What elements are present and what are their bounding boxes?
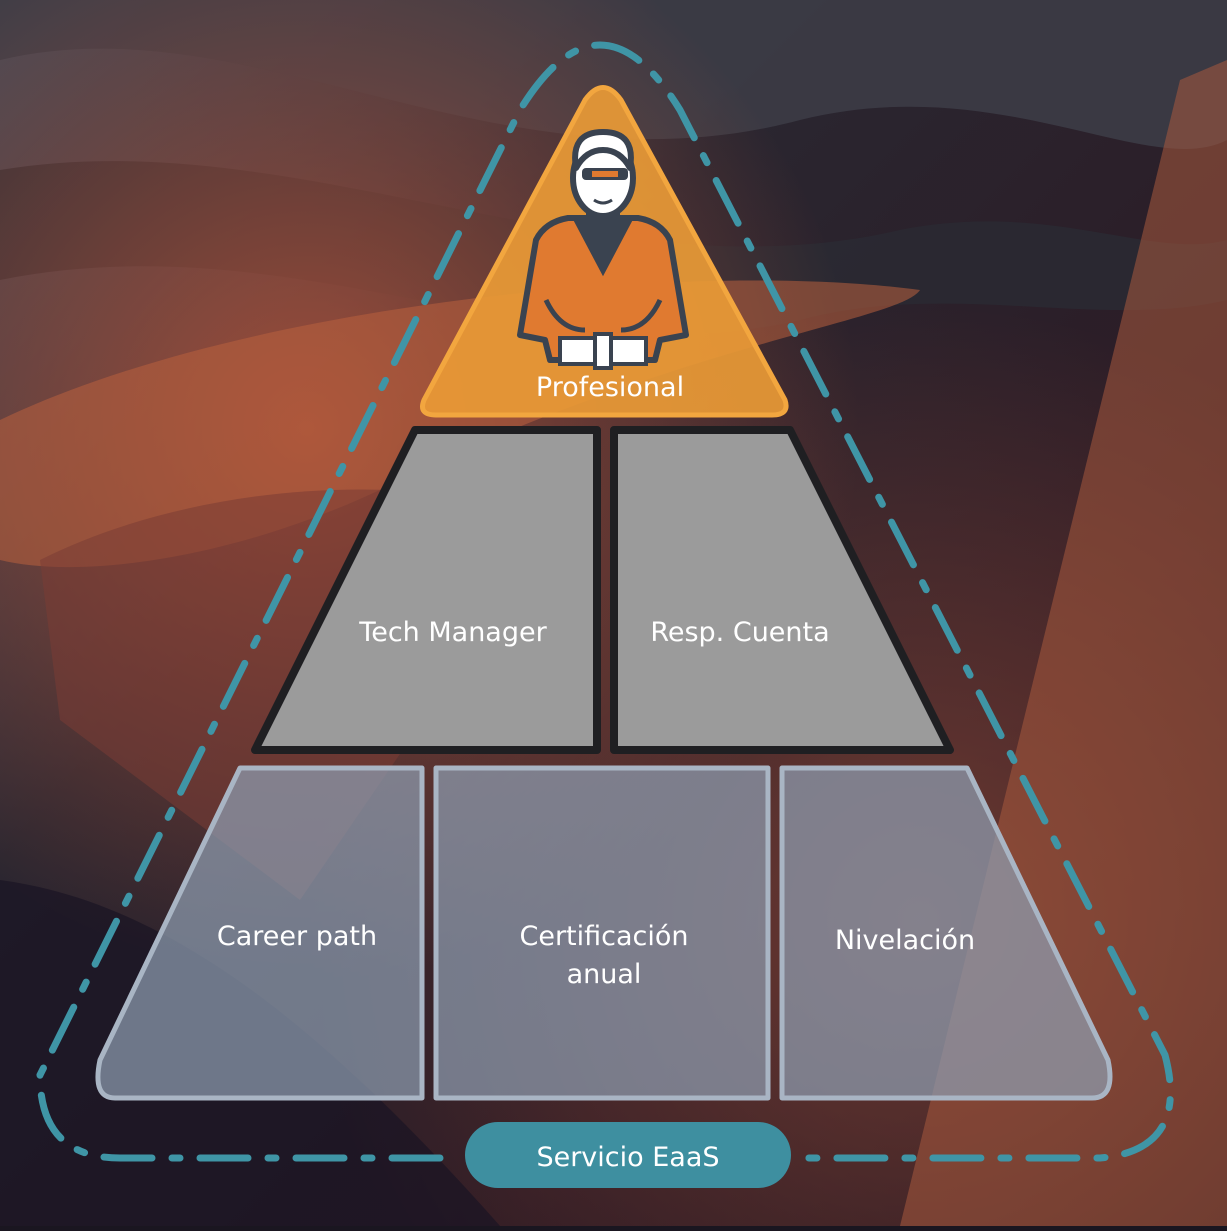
apex-label: Profesional <box>536 372 684 403</box>
eaas-boundary-outline <box>36 41 1174 1162</box>
nivelacion-block <box>779 765 1113 1101</box>
professional-avatar-icon <box>517 129 689 370</box>
pyramid-apex: Profesional <box>420 85 789 418</box>
service-eaas-label: Servicio EaaS <box>536 1142 719 1173</box>
service-eaas-badge: Servicio EaaS <box>465 1122 791 1188</box>
certificacion-label-line1: Certificación <box>519 921 688 952</box>
career-path-block <box>95 765 425 1101</box>
pyramid-middle-tier: Tech Manager Resp. Cuenta <box>251 426 954 754</box>
certificacion-label-line2: anual <box>567 959 642 990</box>
career-path-label: Career path <box>217 921 377 952</box>
resp-cuenta-label: Resp. Cuenta <box>650 617 829 648</box>
certificacion-anual-block <box>433 765 771 1101</box>
tech-manager-block <box>251 426 601 754</box>
pyramid-base-tier: Career path Certificación anual Nivelaci… <box>95 765 1113 1101</box>
tech-manager-label: Tech Manager <box>358 617 547 648</box>
nivelacion-label: Nivelación <box>835 925 975 956</box>
resp-cuenta-block <box>610 426 954 754</box>
